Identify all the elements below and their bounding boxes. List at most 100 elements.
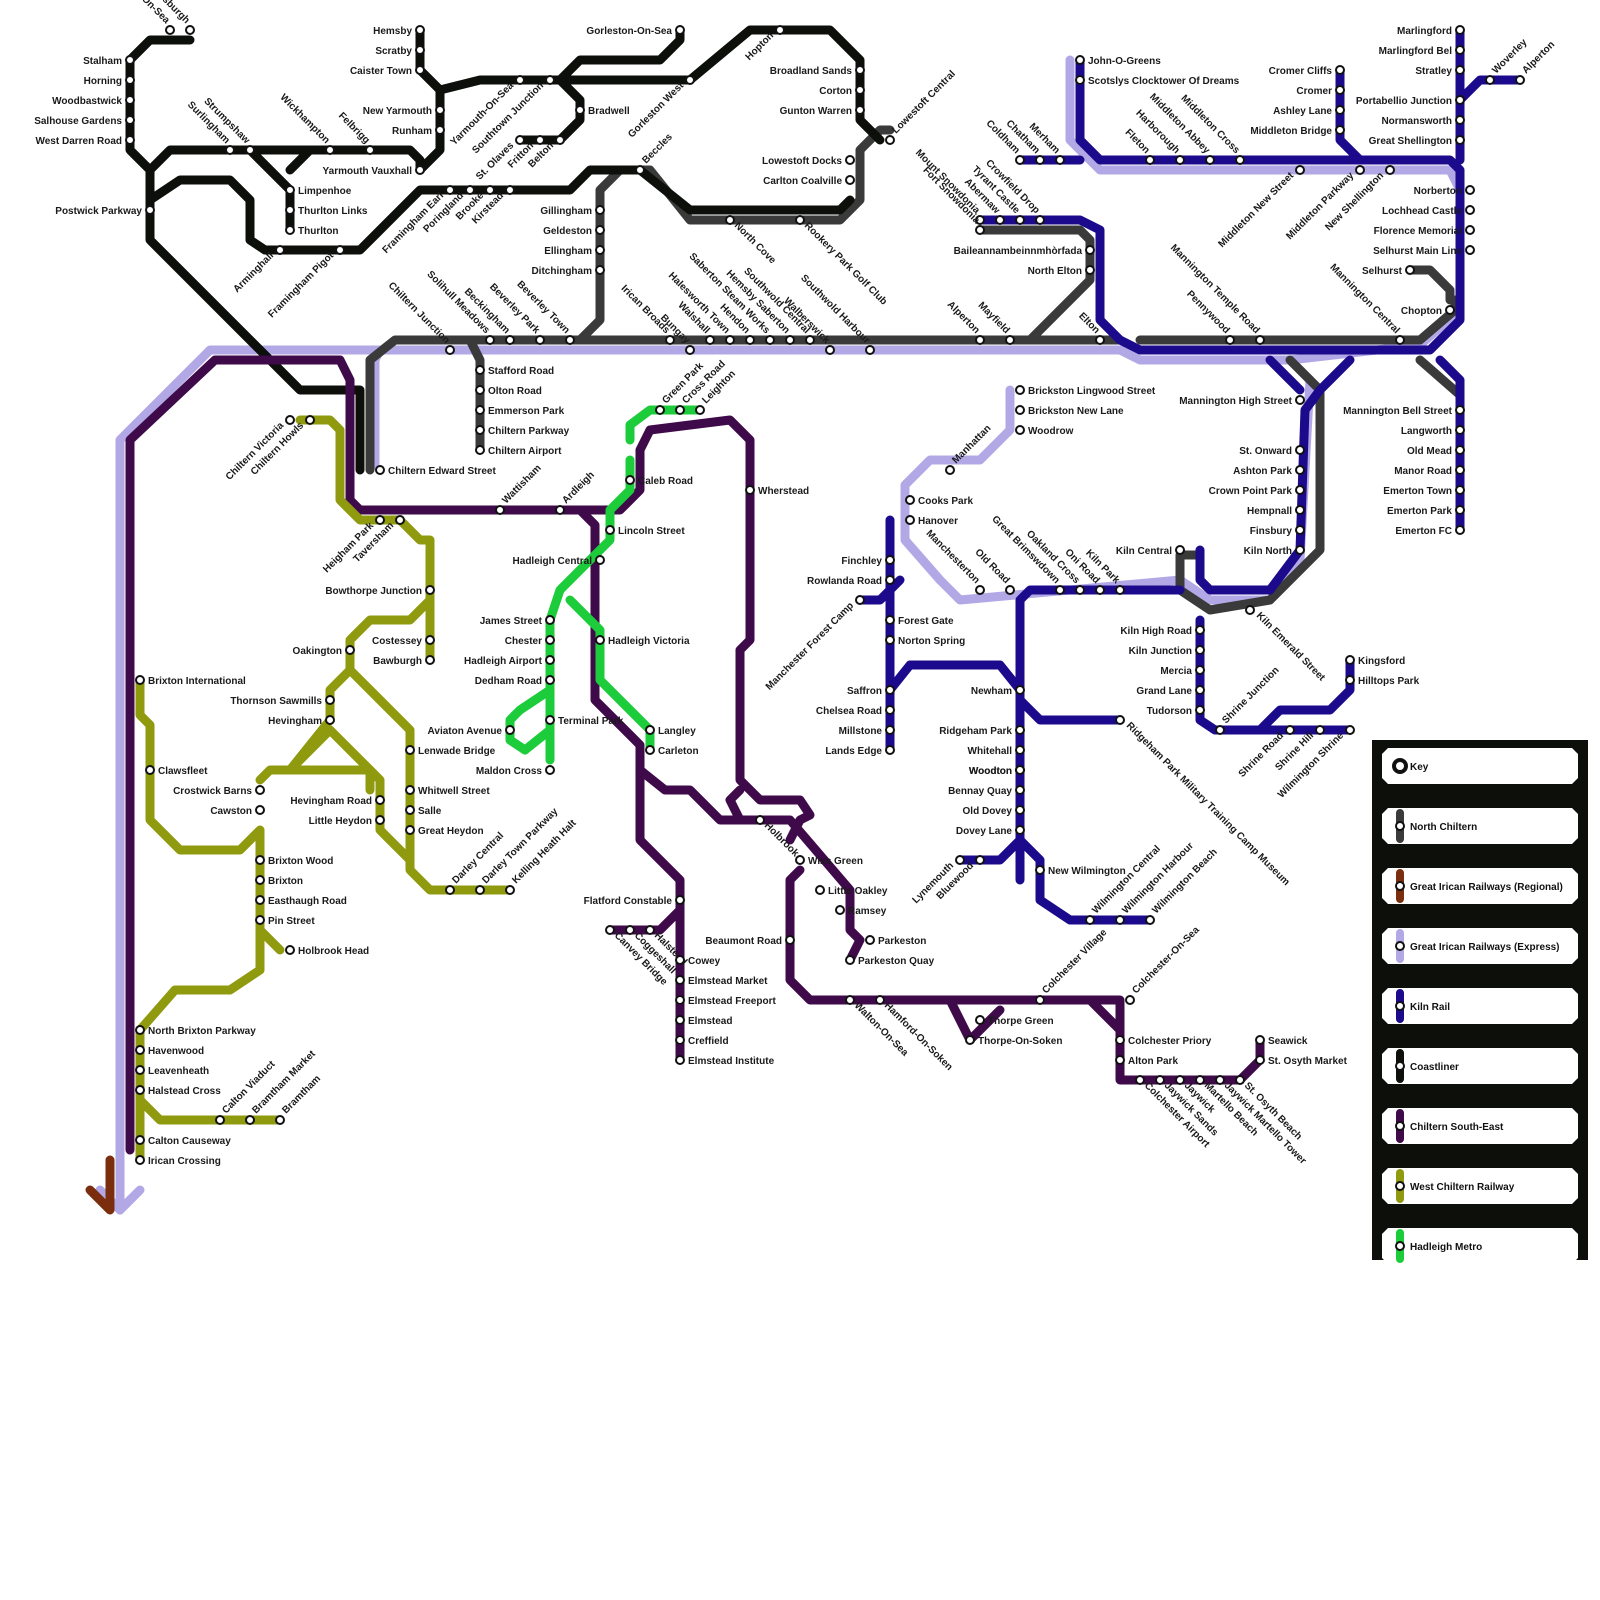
station-pin-street[interactable]: Pin Street [255, 915, 315, 927]
station-marker-icon[interactable] [465, 185, 475, 195]
station-marker-icon[interactable] [975, 855, 985, 865]
station-marker-icon[interactable] [1485, 75, 1495, 85]
station-ellingham[interactable]: Ellingham [544, 245, 605, 257]
station-marker-icon[interactable] [1075, 55, 1085, 65]
station-hadleigh-victoria[interactable]: Hadleigh Victoria [595, 635, 690, 647]
station-salhouse-gardens[interactable]: Salhouse Gardens [34, 115, 135, 127]
station-marker-icon[interactable] [285, 225, 295, 235]
station-marker-icon[interactable] [595, 205, 605, 215]
station-marker-icon[interactable] [845, 175, 855, 185]
station-marker-icon[interactable] [1335, 105, 1345, 115]
station-marker-icon[interactable] [345, 645, 355, 655]
station-marker-icon[interactable] [565, 335, 575, 345]
station-selhurst-main-line[interactable]: Selhurst Main Line [1373, 245, 1475, 257]
station-marker-icon[interactable] [1115, 715, 1125, 725]
station-marker-icon[interactable] [1015, 405, 1025, 415]
station-limpenhoe[interactable]: Limpenhoe [285, 185, 352, 197]
station-marker-icon[interactable] [1345, 675, 1355, 685]
station-marker-icon[interactable] [675, 25, 685, 35]
station-marker-icon[interactable] [885, 635, 895, 645]
station-marker-icon[interactable] [595, 555, 605, 565]
station-marker-icon[interactable] [595, 265, 605, 275]
station-marker-icon[interactable] [845, 955, 855, 965]
station-marker-icon[interactable] [675, 995, 685, 1005]
station-marker-icon[interactable] [885, 615, 895, 625]
station-st-onward[interactable]: St. Onward [1239, 445, 1305, 457]
station-marker-icon[interactable] [1295, 505, 1305, 515]
station-marker-icon[interactable] [1015, 785, 1025, 795]
station-brickston-new-lane[interactable]: Brickston New Lane [1015, 405, 1124, 417]
station-marker-icon[interactable] [285, 185, 295, 195]
station-marker-icon[interactable] [135, 1085, 145, 1095]
station-marker-icon[interactable] [1015, 745, 1025, 755]
station-newham[interactable]: Newham [971, 685, 1025, 697]
station-portabellio-junction[interactable]: Portabellio Junction [1356, 95, 1465, 107]
station-marker-icon[interactable] [1455, 25, 1465, 35]
station-marker-icon[interactable] [635, 165, 645, 175]
station-marker-icon[interactable] [1455, 405, 1465, 415]
station-marker-icon[interactable] [975, 585, 985, 595]
station-marker-icon[interactable] [515, 135, 525, 145]
station-emerton-town[interactable]: Emerton Town [1383, 485, 1465, 497]
station-irican-crossing[interactable]: Irican Crossing [135, 1155, 221, 1167]
station-marker-icon[interactable] [905, 515, 915, 525]
station-old-dovey[interactable]: Old Dovey [963, 805, 1025, 817]
station-marker-icon[interactable] [445, 885, 455, 895]
station-marker-icon[interactable] [1085, 245, 1095, 255]
station-marker-icon[interactable] [1455, 135, 1465, 145]
station-marker-icon[interactable] [555, 135, 565, 145]
station-marker-icon[interactable] [1385, 165, 1395, 175]
station-marker-icon[interactable] [145, 765, 155, 775]
station-hadleigh-central[interactable]: Hadleigh Central [513, 555, 605, 567]
station-marker-icon[interactable] [125, 135, 135, 145]
station-marker-icon[interactable] [545, 765, 555, 775]
station-marker-icon[interactable] [1205, 155, 1215, 165]
station-marker-icon[interactable] [765, 335, 775, 345]
station-little-heydon[interactable]: Little Heydon [309, 815, 385, 827]
station-north-elton[interactable]: North Elton [1028, 265, 1095, 277]
station-marker-icon[interactable] [125, 95, 135, 105]
station-cawston[interactable]: Cawston [210, 805, 265, 817]
station-ramsey[interactable]: Ramsey [835, 905, 887, 917]
station-marker-icon[interactable] [755, 815, 765, 825]
station-marker-icon[interactable] [645, 745, 655, 755]
station-marker-icon[interactable] [535, 135, 545, 145]
station-marker-icon[interactable] [1295, 395, 1305, 405]
station-marker-icon[interactable] [595, 635, 605, 645]
station-marker-icon[interactable] [255, 895, 265, 905]
station-marker-icon[interactable] [325, 145, 335, 155]
station-marker-icon[interactable] [135, 1155, 145, 1165]
station-marker-icon[interactable] [405, 805, 415, 815]
station-selhurst[interactable]: Selhurst [1362, 265, 1415, 277]
station-marker-icon[interactable] [685, 345, 695, 355]
station-chiltern-airport[interactable]: Chiltern Airport [475, 445, 562, 457]
station-marker-icon[interactable] [1195, 645, 1205, 655]
station-marker-icon[interactable] [225, 145, 235, 155]
station-marker-icon[interactable] [405, 785, 415, 795]
station-marker-icon[interactable] [1255, 1055, 1265, 1065]
station-marker-icon[interactable] [1295, 525, 1305, 535]
station-marker-icon[interactable] [575, 105, 585, 115]
station-clawsfleet[interactable]: Clawsfleet [145, 765, 208, 777]
station-kiln-central[interactable]: Kiln Central [1116, 545, 1185, 557]
station-marker-icon[interactable] [1015, 725, 1025, 735]
station-marker-icon[interactable] [1055, 585, 1065, 595]
station-marker-icon[interactable] [445, 185, 455, 195]
station-marker-icon[interactable] [825, 345, 835, 355]
station-marker-icon[interactable] [135, 675, 145, 685]
station-marker-icon[interactable] [1195, 625, 1205, 635]
station-hilltops-park[interactable]: Hilltops Park [1345, 675, 1420, 687]
station-marker-icon[interactable] [1075, 585, 1085, 595]
station-marker-icon[interactable] [1215, 1075, 1225, 1085]
station-marker-icon[interactable] [855, 85, 865, 95]
station-marker-icon[interactable] [485, 185, 495, 195]
station-marker-icon[interactable] [415, 165, 425, 175]
station-marker-icon[interactable] [645, 925, 655, 935]
station-marker-icon[interactable] [1335, 125, 1345, 135]
station-marker-icon[interactable] [1465, 225, 1475, 235]
station-elmstead-freeport[interactable]: Elmstead Freeport [675, 995, 776, 1007]
station-marker-icon[interactable] [865, 345, 875, 355]
station-millstone[interactable]: Millstone [839, 725, 895, 737]
station-norton-spring[interactable]: Norton Spring [885, 635, 965, 647]
station-marker-icon[interactable] [885, 575, 895, 585]
